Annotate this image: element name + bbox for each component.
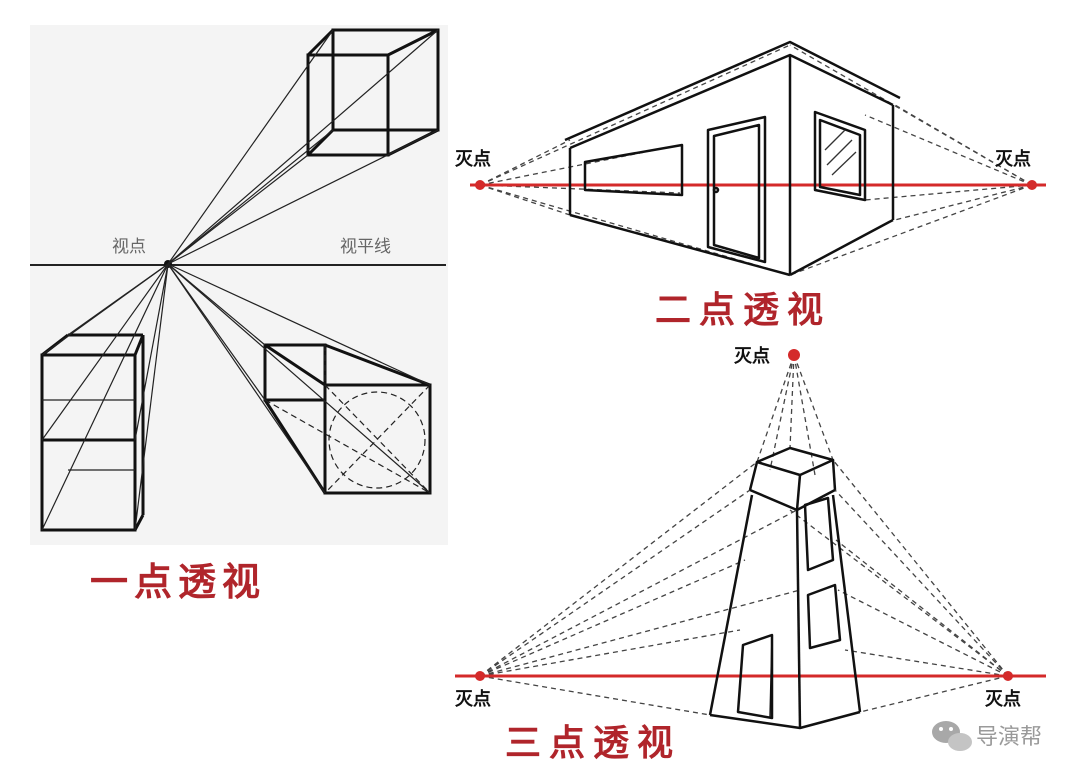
three-point-vp-right-dot xyxy=(1003,671,1013,681)
top-cube-projection-lines xyxy=(167,29,439,265)
two-point-panel: 灭点 灭点 二点透视 xyxy=(454,40,1046,331)
door-edge-line xyxy=(769,635,773,719)
top-cube xyxy=(306,28,440,157)
one-point-panel: 视点 视平线 一点透视 xyxy=(30,25,448,604)
three-point-vp-right-label: 灭点 xyxy=(984,688,1021,710)
three-point-vp-top-label: 灭点 xyxy=(733,345,770,367)
three-point-top-guide-lines xyxy=(756,354,834,476)
right-box-projection-lines xyxy=(167,263,431,494)
one-point-title: 一点透视 xyxy=(90,559,266,604)
two-point-vp-left-dot xyxy=(475,180,485,190)
house-drawing xyxy=(564,40,901,277)
three-point-panel: 灭点 灭点 灭点 三点透视 xyxy=(454,345,1046,764)
two-point-vp-right-label: 灭点 xyxy=(994,148,1031,170)
two-point-guide-lines xyxy=(479,44,1033,276)
three-point-vp-left-dot xyxy=(475,671,485,681)
right-box-hidden-lines xyxy=(264,345,431,494)
tower-drawing xyxy=(708,446,862,730)
watermark-text: 导演帮 xyxy=(976,725,1042,750)
three-point-vp-top-dot xyxy=(788,349,800,361)
one-point-background xyxy=(30,25,448,545)
three-point-vp-left-label: 灭点 xyxy=(454,688,491,710)
viewpoint-label: 视点 xyxy=(112,237,146,257)
window-glare-lines xyxy=(824,129,857,176)
left-box-projection-lines xyxy=(41,263,169,531)
horizon-label: 视平线 xyxy=(340,237,391,257)
two-point-vp-left-label: 灭点 xyxy=(454,148,491,170)
two-point-title: 二点透视 xyxy=(655,289,831,331)
watermark: 导演帮 xyxy=(932,721,1042,751)
right-box xyxy=(263,343,432,495)
three-point-title: 三点透视 xyxy=(505,722,681,764)
wechat-icon xyxy=(932,721,972,751)
two-point-vp-right-dot xyxy=(1027,180,1037,190)
